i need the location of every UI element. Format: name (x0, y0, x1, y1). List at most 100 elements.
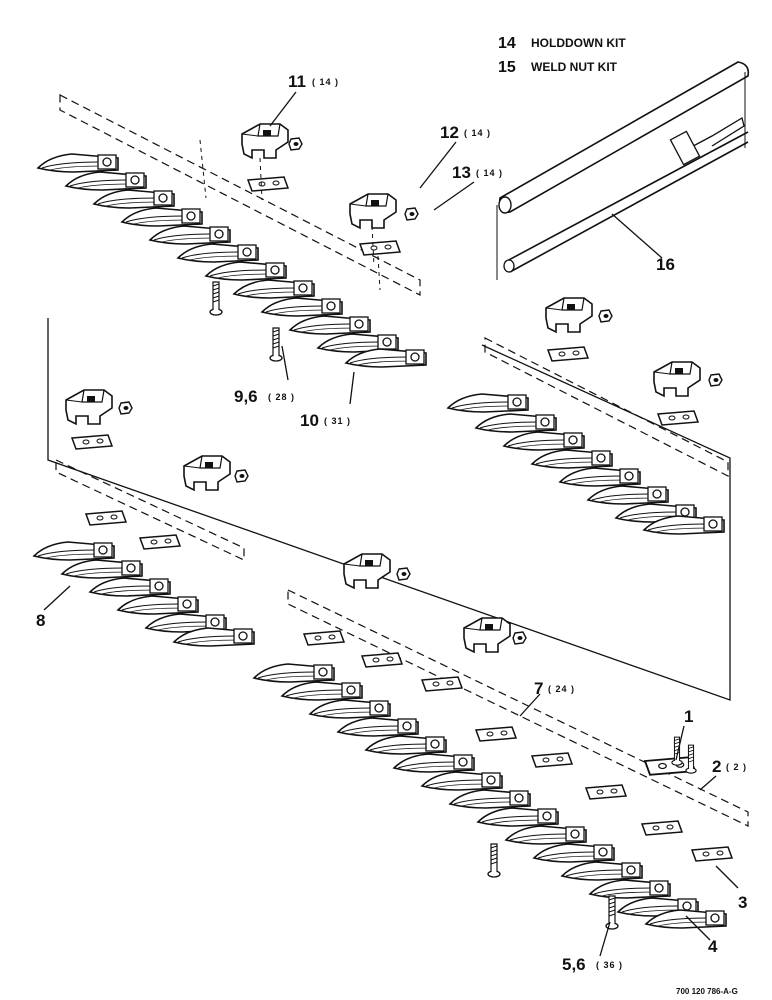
guard (117, 595, 199, 615)
callout-quantity: ( 28 ) (268, 392, 295, 402)
holddown-plate (303, 630, 345, 646)
legend-text: HOLDDOWN KIT (531, 36, 626, 50)
holddown-plate (531, 752, 573, 768)
guard-bolt (605, 895, 619, 930)
holddown-plate (641, 820, 683, 836)
drawing-code: 700 120 786-A-G (676, 987, 738, 996)
callout-3: 3 (738, 893, 747, 912)
callout-quantity: ( 14 ) (476, 168, 503, 178)
guard (253, 663, 335, 683)
guard (587, 485, 669, 505)
guard (531, 449, 613, 469)
callout-11: 11 ( 14 ) (288, 72, 339, 91)
mid-right-guard-assembly (447, 297, 729, 535)
callout-12: 12 ( 14 ) (440, 123, 491, 142)
legend-number: 14 (498, 35, 516, 52)
legend-number: 15 (498, 59, 516, 76)
holddown-clip (349, 193, 397, 229)
weld-nut (404, 207, 419, 221)
weld-nut (396, 567, 411, 581)
holddown-plate (85, 510, 127, 526)
callout-quantity: ( 14 ) (312, 77, 339, 87)
guard (37, 153, 119, 173)
guard-bolt (487, 843, 501, 878)
callout-quantity: ( 14 ) (464, 128, 491, 138)
holddown-clip (241, 123, 289, 159)
guard (393, 753, 475, 773)
guard (475, 413, 557, 433)
guard-row-upper (37, 153, 427, 368)
callout-quantity: ( 36 ) (596, 960, 623, 970)
guard (505, 825, 587, 845)
callout-9-6: 9,6 ( 28 ) (234, 387, 295, 406)
weld-nut (288, 137, 303, 151)
holddown-plate (691, 846, 733, 862)
guard-bolt (209, 281, 223, 316)
kit-legend: 14 HOLDDOWN KIT 15 WELD NUT KIT (498, 35, 626, 76)
holddown-plate (247, 176, 289, 192)
holddown-plate (139, 534, 181, 550)
legend-text: WELD NUT KIT (531, 60, 618, 74)
guard (533, 843, 615, 863)
callout-number: 13 (452, 163, 471, 182)
guard (233, 279, 315, 299)
guard (421, 771, 503, 791)
guard (177, 243, 259, 263)
left-mid-guard-assembly (33, 389, 255, 647)
guard (337, 717, 419, 737)
holddown-clip (463, 617, 511, 653)
guard (449, 789, 531, 809)
guard (89, 577, 171, 597)
holddown-plate (359, 240, 401, 256)
weld-nut (118, 401, 133, 415)
guard (93, 189, 175, 209)
guard (121, 207, 203, 227)
holddown-clip (343, 553, 391, 589)
callout-number: 1 (684, 707, 693, 726)
callout-8: 8 (36, 611, 45, 630)
sickle-bar-outline (59, 94, 421, 296)
guard (365, 735, 447, 755)
callout-10: 10 ( 31 ) (300, 411, 351, 430)
leader-lines (43, 91, 739, 957)
holddown-plate (475, 726, 517, 742)
callout-number: 11 (288, 72, 306, 91)
callout-7: 7 ( 24 ) (534, 679, 575, 698)
callout-16: 16 (656, 255, 675, 274)
callout-number: 3 (738, 893, 747, 912)
callout-number: 12 (440, 123, 459, 142)
guard (561, 861, 643, 881)
weld-nut (598, 309, 613, 323)
callout-number: 10 (300, 411, 319, 430)
callout-2: 2 ( 2 ) (712, 757, 747, 776)
callout-5-6: 5,6 ( 36 ) (562, 955, 623, 974)
sickle-tube-assembly (496, 61, 750, 280)
callout-number: 5,6 (562, 955, 586, 974)
callout-quantity: ( 24 ) (548, 684, 575, 694)
callout-quantity: ( 31 ) (324, 416, 351, 426)
holddown-plate (361, 652, 403, 668)
guard (205, 261, 287, 281)
callout-number: 7 (534, 679, 543, 698)
guard (289, 315, 371, 335)
holddown-plate (421, 676, 463, 692)
guard (447, 393, 529, 413)
exploded-lines (199, 139, 381, 291)
legend-item-weld-nut-kit: 15 WELD NUT KIT (498, 59, 618, 76)
callout-4: 4 (708, 937, 718, 956)
guard-bolt (269, 327, 283, 362)
callout-13: 13 ( 14 ) (452, 163, 503, 182)
holddown-clip (183, 455, 231, 491)
guard (61, 559, 143, 579)
holddown-plate (547, 346, 589, 362)
callout-number: 2 (712, 757, 721, 776)
callout-number: 16 (656, 255, 675, 274)
holddown-clip (653, 361, 701, 397)
guard (261, 297, 343, 317)
weld-nut (512, 631, 527, 645)
callout-quantity: ( 2 ) (726, 762, 747, 772)
callout-number: 9,6 (234, 387, 258, 406)
holddown-plate (71, 434, 113, 450)
guard (309, 699, 391, 719)
